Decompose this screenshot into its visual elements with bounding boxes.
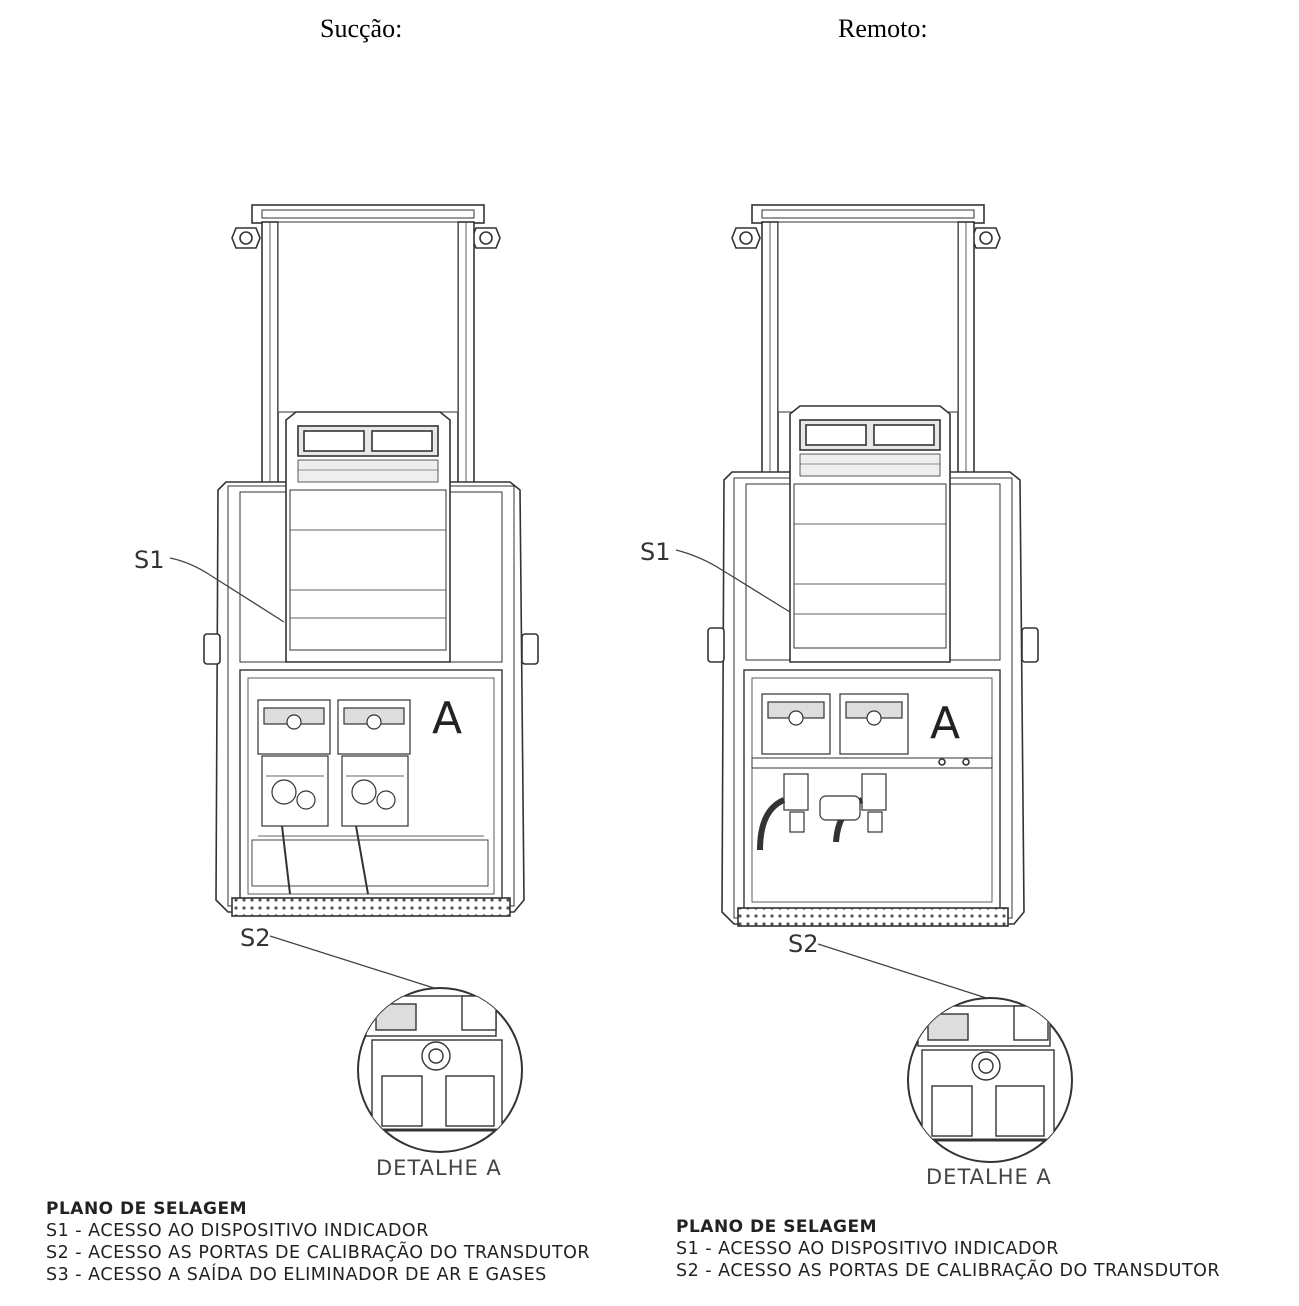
callout-s1-suction: S1 bbox=[134, 546, 165, 574]
meter-module-2-remote bbox=[839, 693, 909, 755]
valve-assembly-remote bbox=[757, 773, 887, 851]
detail-marker-suction: A bbox=[432, 693, 462, 744]
side-handle-left-remote bbox=[707, 627, 725, 663]
side-handle-right-remote bbox=[1021, 627, 1039, 663]
legend-item-s2-suction: S2 - ACESSO AS PORTAS DE CALIBRAÇÃO DO T… bbox=[46, 1243, 591, 1263]
legend-item-s2-remote: S2 - ACESSO AS PORTAS DE CALIBRAÇÃO DO T… bbox=[676, 1261, 1221, 1281]
leader-s1-suction bbox=[169, 557, 285, 623]
pump-module-2 bbox=[337, 699, 411, 827]
dispenser-suction bbox=[203, 204, 539, 917]
legend-remote: PLANO DE SELAGEM S1 - ACESSO AO DISPOSIT… bbox=[676, 1216, 1220, 1282]
callout-s2-suction: S2 bbox=[240, 924, 271, 952]
meter-module-1-remote bbox=[761, 693, 831, 755]
panel-title-remote: Remoto: bbox=[838, 14, 928, 43]
side-handle-right bbox=[521, 633, 539, 665]
detail-view-remote bbox=[907, 997, 1073, 1163]
display-head-remote bbox=[789, 405, 951, 663]
detail-marker-remote: A bbox=[930, 698, 960, 749]
callout-s1-remote: S1 bbox=[640, 538, 671, 566]
pump-module-1 bbox=[257, 699, 331, 827]
leader-s1-remote bbox=[675, 549, 791, 613]
legend-item-s1-suction: S1 - ACESSO AO DISPOSITIVO INDICADOR bbox=[46, 1221, 429, 1241]
side-handle-left bbox=[203, 633, 221, 665]
detail-label-remote: DETALHE A bbox=[926, 1165, 1052, 1189]
detail-view-suction bbox=[357, 987, 523, 1153]
detail-label-suction: DETALHE A bbox=[376, 1156, 502, 1180]
canopy-top bbox=[231, 204, 501, 249]
legend-item-s3-suction: S3 - ACESSO A SAÍDA DO ELIMINADOR DE AR … bbox=[46, 1265, 547, 1285]
legend-heading-remote: PLANO DE SELAGEM bbox=[676, 1217, 878, 1237]
base-plinth bbox=[231, 897, 511, 917]
legend-heading-suction: PLANO DE SELAGEM bbox=[46, 1199, 248, 1219]
dispenser-remote bbox=[707, 204, 1039, 927]
display-head bbox=[285, 411, 451, 663]
panel-title-suction: Sucção: bbox=[320, 14, 403, 43]
legend-item-s1-remote: S1 - ACESSO AO DISPOSITIVO INDICADOR bbox=[676, 1239, 1059, 1259]
legend-suction: PLANO DE SELAGEM S1 - ACESSO AO DISPOSIT… bbox=[46, 1198, 590, 1286]
base-plinth-remote bbox=[737, 907, 1009, 927]
callout-s2-remote: S2 bbox=[788, 930, 819, 958]
